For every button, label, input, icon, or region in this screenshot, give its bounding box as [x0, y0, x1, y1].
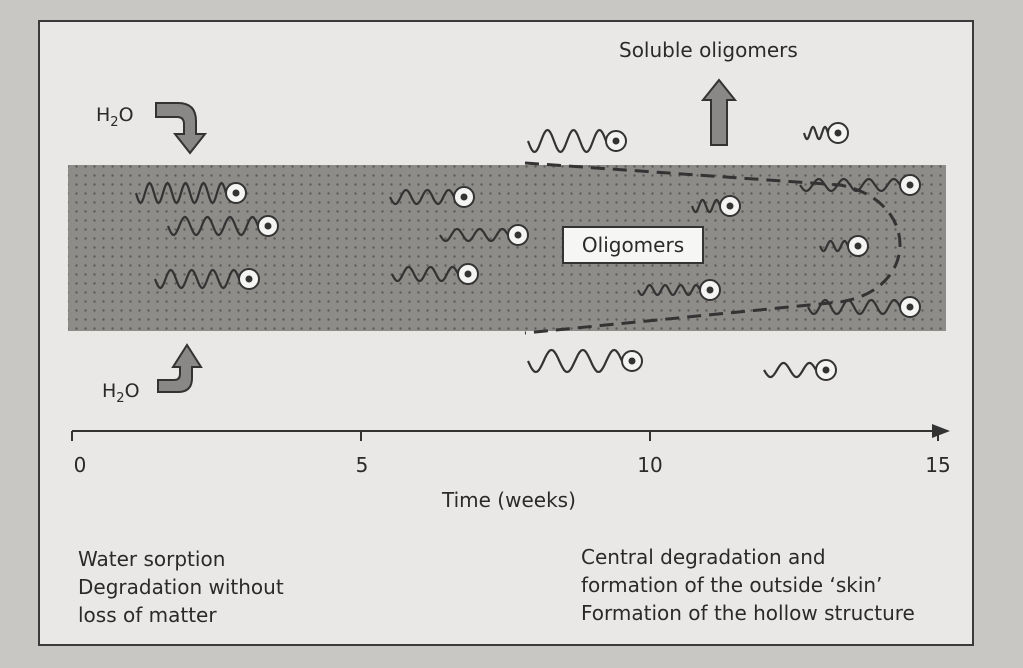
tick-label-10: 10 [637, 453, 663, 477]
oligomer-chain-icon [763, 359, 837, 381]
oligomers-label: Oligomers [581, 233, 685, 257]
caption-right-1: Central degradation and [581, 545, 826, 569]
oligomer-chain-icon [637, 279, 721, 301]
water-label-top: H2O [96, 104, 134, 130]
oligomer-chain-icon [526, 128, 627, 154]
oligomer-chain-icon [134, 181, 247, 205]
caption-left-1: Water sorption [78, 547, 226, 571]
bent-arrow-up-icon [157, 343, 203, 393]
polymer-matrix [68, 165, 946, 331]
caption-right-3: Formation of the hollow structure [581, 601, 915, 625]
oligomer-chain-icon [527, 348, 643, 374]
oligomer-chain-icon [690, 195, 741, 217]
tick-label-15: 15 [925, 453, 951, 477]
water-label-bottom: H2O [102, 380, 140, 406]
water-label-sub: 2 [116, 390, 125, 406]
oligomer-chain-icon [802, 122, 849, 144]
tick-label-0: 0 [73, 453, 87, 477]
water-label-h: H [96, 104, 111, 126]
water-label-h: H [102, 380, 117, 402]
soluble-oligomers-label: Soluble oligomers [619, 38, 798, 62]
axis-title: Time (weeks) [442, 488, 576, 512]
oligomer-chain-icon [439, 224, 529, 246]
up-arrow-icon [700, 78, 738, 146]
time-axis-arrowhead [932, 424, 950, 438]
caption-left-3: loss of matter [78, 603, 217, 627]
oligomer-chain-icon [391, 263, 479, 285]
water-label-o: O [124, 380, 140, 402]
oligomer-chain-icon [166, 215, 279, 237]
water-label-o: O [118, 104, 134, 126]
oligomer-chain-icon [799, 174, 921, 196]
oligomer-chain-icon [807, 296, 921, 318]
oligomers-label-box: Oligomers [562, 226, 704, 264]
oligomer-chain-icon [389, 186, 475, 208]
oligomer-chain-icon [819, 235, 869, 257]
tick-label-5: 5 [355, 453, 369, 477]
water-label-sub: 2 [110, 114, 119, 130]
caption-left-2: Degradation without [78, 575, 284, 599]
bent-arrow-down-icon [155, 102, 208, 155]
oligomer-chain-icon [153, 268, 260, 290]
caption-right-2: formation of the outside ‘skin’ [581, 573, 883, 597]
